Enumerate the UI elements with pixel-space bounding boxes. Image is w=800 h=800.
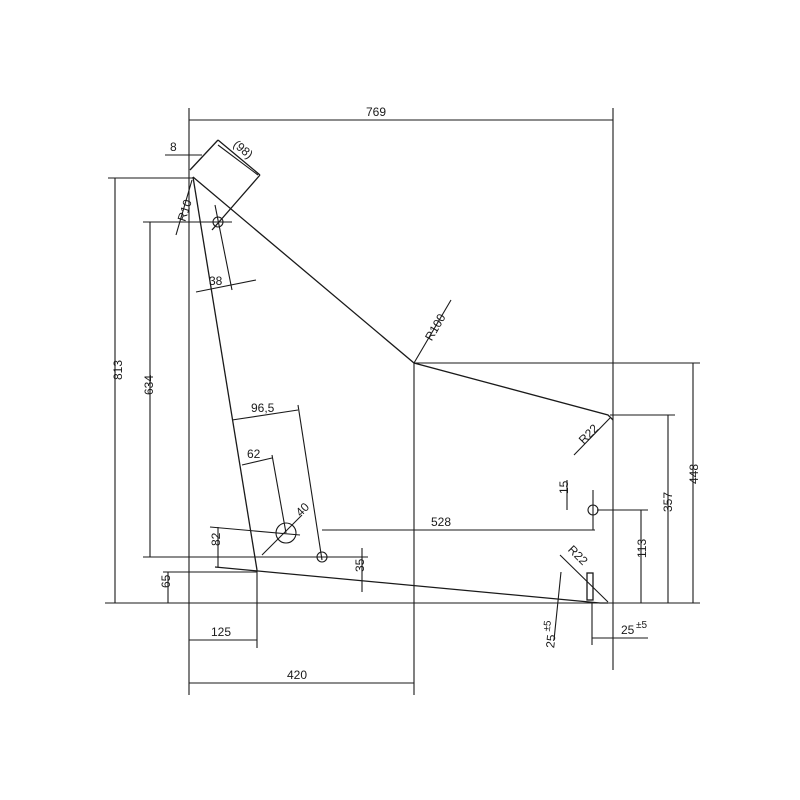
dim-82: 82 bbox=[209, 532, 223, 546]
dim-38: 38 bbox=[209, 274, 223, 288]
dim-r100: R100 bbox=[422, 311, 449, 343]
dim-r22-top: R22 bbox=[576, 421, 602, 447]
dim-25-left: 25 bbox=[543, 634, 558, 649]
dim-769: 769 bbox=[366, 105, 386, 119]
dim-448: 448 bbox=[687, 464, 701, 484]
dim-r10: R10 bbox=[175, 197, 195, 223]
dim-35: 35 bbox=[353, 558, 367, 572]
dim-25-right-tol: ±5 bbox=[636, 620, 647, 631]
dim-420: 420 bbox=[287, 668, 307, 682]
dim-98: (98) bbox=[230, 137, 255, 161]
hole-bottom bbox=[316, 551, 328, 563]
dim-813: 813 bbox=[111, 360, 125, 380]
part-outline bbox=[189, 139, 614, 604]
construction-lines bbox=[105, 108, 700, 695]
dimension-lines bbox=[114, 119, 694, 684]
dim-357: 357 bbox=[661, 492, 675, 512]
dim-8: 8 bbox=[170, 140, 177, 154]
dim-113: 113 bbox=[635, 539, 649, 558]
dim-96-5: 96,5 bbox=[251, 401, 275, 415]
dim-25-left-tol: ±5 bbox=[542, 620, 554, 633]
dim-40: 40 bbox=[293, 500, 313, 520]
dim-15: 15 bbox=[557, 480, 571, 494]
holes bbox=[209, 204, 599, 563]
dim-62: 62 bbox=[247, 447, 261, 461]
dim-528: 528 bbox=[431, 515, 451, 529]
hole-top bbox=[212, 216, 224, 228]
dim-634: 634 bbox=[142, 375, 156, 395]
dim-125: 125 bbox=[211, 625, 231, 639]
dim-25-right: 25 bbox=[621, 623, 635, 637]
dim-65: 65 bbox=[159, 574, 173, 588]
